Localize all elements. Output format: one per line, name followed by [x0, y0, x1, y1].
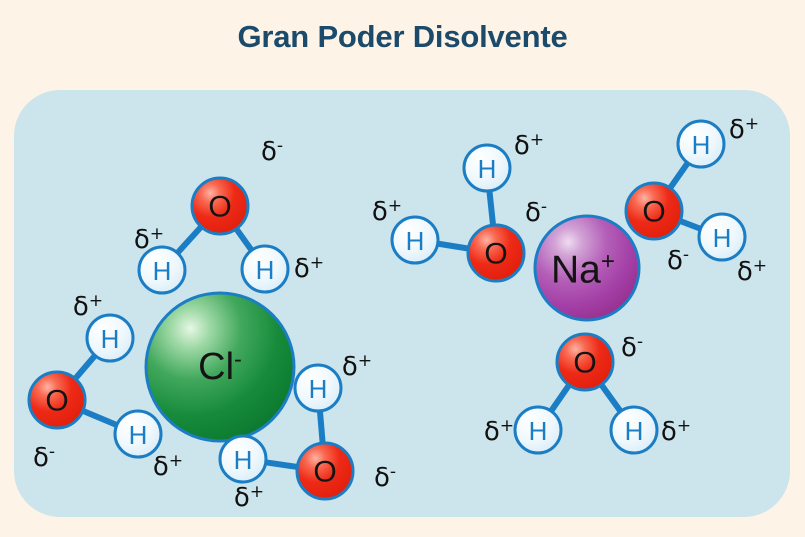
sodium-cluster: O O Na+ O H H H H H H δ+ δ+ δ-: [372, 114, 767, 455]
hydrogen-atom: [137, 245, 187, 295]
delta-positive-label: δ+: [729, 114, 759, 145]
hydrogen-atom: [513, 405, 563, 455]
hydrogen-label: H: [234, 445, 253, 475]
page-title: Gran Poder Disolvente: [237, 19, 568, 54]
sodium-ion-sphere: [533, 214, 641, 322]
hydrogen-atom: [240, 244, 290, 294]
oxygen-atom: [295, 441, 355, 501]
hydrogen-label: H: [478, 154, 497, 184]
hydrogen-label: H: [309, 374, 328, 404]
delta-positive-label: δ+: [661, 416, 691, 447]
hydrogen-label: H: [625, 416, 644, 446]
oxygen-atom: [624, 181, 684, 241]
hydrogen-atom: [113, 409, 163, 459]
hydrogen-atom: [697, 212, 747, 262]
hydrogen-atom: [609, 405, 659, 455]
oxygen-label: O: [573, 347, 596, 380]
oxygen-atom: [555, 332, 615, 392]
hydrogen-label: H: [153, 256, 172, 286]
sodium-ion-label: Na+: [551, 248, 615, 291]
oxygen-label: O: [642, 196, 665, 229]
hydrogen-label: H: [692, 130, 711, 160]
hydrogen-atom: [293, 363, 343, 413]
hydrogen-atom: [218, 434, 268, 484]
oxygen-label: O: [313, 456, 336, 489]
oxygen-label: O: [484, 238, 507, 271]
hydrogen-atom: [390, 215, 440, 265]
hydrogen-label: H: [529, 416, 548, 446]
hydrogen-label: H: [406, 226, 425, 256]
chloride-cluster: Cl- O H H O H H O H H δ- δ+ δ+: [27, 136, 396, 513]
oxygen-atom: [27, 370, 87, 430]
hydrogen-label: H: [256, 255, 275, 285]
oxygen-atom: [190, 176, 250, 236]
oxygen-label: O: [45, 385, 68, 418]
hydrogen-atom: [676, 119, 726, 169]
hydrogen-label: H: [129, 420, 148, 450]
hydrogen-atom: [85, 313, 135, 363]
oxygen-label: O: [208, 191, 231, 224]
hydrogen-label: H: [713, 223, 732, 253]
oxygen-atom: [466, 223, 526, 283]
hydrogen-label: H: [101, 324, 120, 354]
chloride-ion-sphere: [144, 291, 296, 443]
hydrogen-atom: [462, 143, 512, 193]
